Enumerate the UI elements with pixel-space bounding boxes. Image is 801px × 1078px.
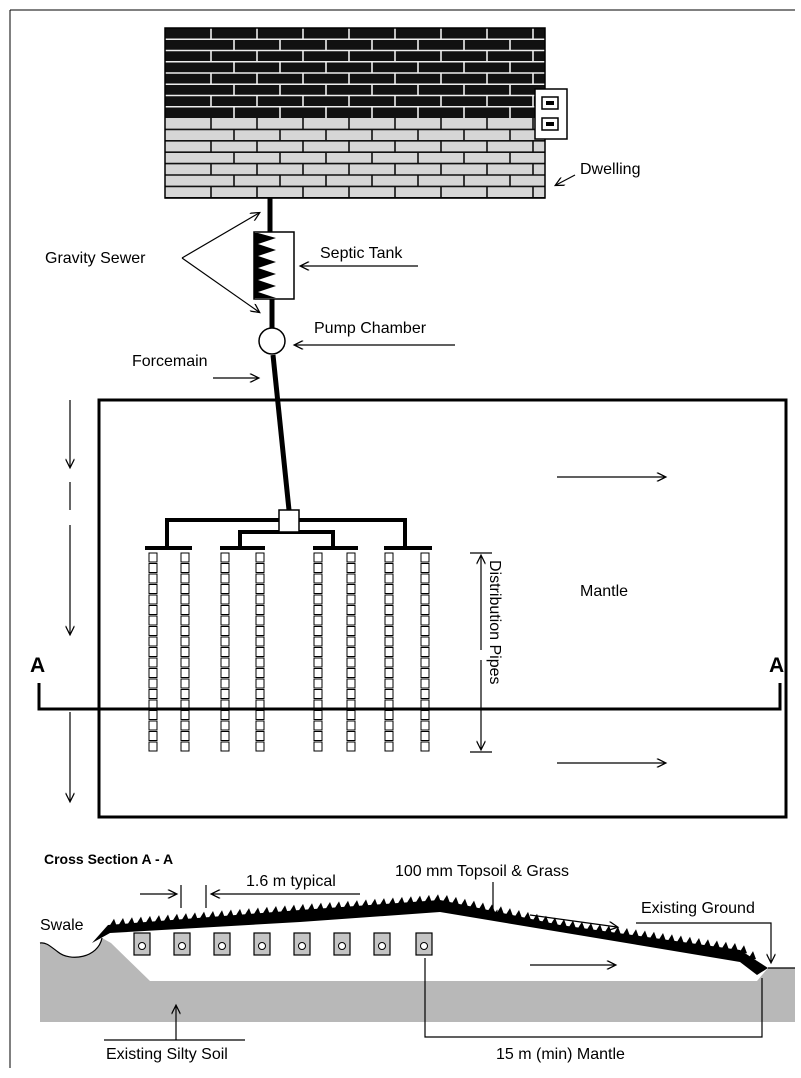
mantle-length-dimension — [424, 958, 763, 1038]
cross-section-title: Cross Section A - A — [44, 851, 173, 867]
mantle-length-label: 15 m (min) Mantle — [496, 1046, 625, 1063]
forcemain-pipe — [270, 354, 292, 511]
septic-tank-label: Septic Tank — [320, 245, 403, 262]
cross-section-pipe — [415, 932, 433, 956]
dwelling-label: Dwelling — [580, 161, 640, 178]
forcemain-label: Forcemain — [132, 353, 208, 370]
pipe-spacing-dimension — [140, 885, 360, 908]
dwelling-wall — [165, 118, 545, 198]
distribution-pipes-label: Distribution Pipes — [486, 560, 503, 685]
gravity-sewer-label: Gravity Sewer — [45, 250, 146, 267]
septic-tank — [253, 231, 295, 300]
cross-section-pipe — [173, 932, 191, 956]
section-line — [37, 683, 782, 711]
existing-ground-arrow — [636, 922, 771, 962]
distribution-pipe — [148, 552, 158, 752]
section-marker-right: A — [769, 654, 784, 677]
distribution-pipe — [346, 552, 356, 752]
distribution-pipe — [420, 552, 430, 752]
mantle-label: Mantle — [580, 583, 628, 600]
gravity-sewer-arrow-upper — [181, 213, 259, 259]
existing-ground-label: Existing Ground — [641, 900, 755, 917]
topsoil-label: 100 mm Topsoil & Grass — [395, 863, 569, 880]
cross-section-pipe — [133, 932, 151, 956]
distribution-pipes — [148, 552, 430, 752]
distribution-pipe — [384, 552, 394, 752]
topsoil-layer — [92, 900, 768, 975]
swale-profile — [39, 937, 103, 958]
cross-section-pipe — [293, 932, 311, 956]
dwelling — [164, 27, 568, 199]
existing-silty-soil — [40, 938, 795, 1022]
distribution-pipe — [180, 552, 190, 752]
cross-section-pipe — [253, 932, 271, 956]
cross-section-pipe — [213, 932, 231, 956]
electrical-panel — [534, 88, 568, 140]
dwelling-arrow — [556, 174, 576, 185]
distribution-pipe — [313, 552, 323, 752]
distribution-pipe — [220, 552, 230, 752]
grass-cover — [109, 894, 756, 960]
pipe-spacing-label: 1.6 m typical — [246, 873, 336, 890]
cross-section-flow-arrow-upper — [529, 914, 617, 927]
silty-soil-label: Existing Silty Soil — [106, 1046, 228, 1063]
cross-section-pipe — [373, 932, 391, 956]
gravity-sewer-arrow-lower — [181, 257, 259, 312]
pump-chamber-label: Pump Chamber — [314, 320, 427, 337]
distribution-pipes-dimension — [470, 552, 492, 753]
swale-label: Swale — [40, 917, 84, 934]
cross-section-pipe — [333, 932, 351, 956]
section-marker-left: A — [30, 654, 45, 677]
pump-chamber — [258, 327, 286, 355]
distribution-pipe — [255, 552, 265, 752]
distribution-valve — [278, 509, 300, 533]
mantle-boundary — [97, 398, 788, 819]
cross-section-pipes — [133, 932, 433, 956]
